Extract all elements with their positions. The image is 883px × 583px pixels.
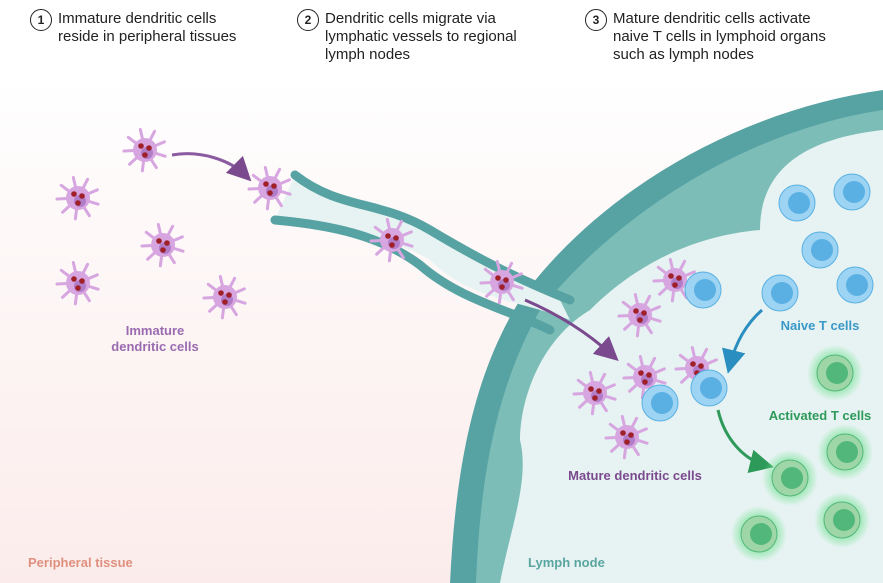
activated-t-cell	[731, 506, 787, 562]
mature-dendritic-cell	[604, 415, 649, 460]
immature-dendritic-cell	[55, 261, 100, 306]
step-text: Immature dendritic cells reside in perip…	[58, 10, 237, 45]
step-number-badge: 3	[585, 9, 607, 31]
step-1: 1 Immature dendritic cells reside in per…	[30, 9, 237, 46]
mature-dendritic-cell	[572, 371, 617, 416]
migration-arrow-1	[171, 152, 252, 182]
naive-t-cell	[690, 369, 728, 407]
migrating-dendritic-cell	[369, 218, 414, 263]
activated-t-cells-label: Activated T cells	[768, 408, 872, 423]
mature-dendritic-cell	[617, 293, 662, 338]
mature-dendritic-cell	[622, 355, 667, 400]
activation-arrow	[716, 409, 774, 473]
naive-t-cell	[641, 384, 679, 422]
naive-t-cell	[778, 184, 816, 222]
migrating-dendritic-cell	[479, 260, 524, 305]
naive-arrow	[722, 308, 763, 374]
naive-t-cell	[761, 274, 799, 312]
immature-dendritic-cell	[122, 128, 167, 173]
step-text: Mature dendritic cells activate naive T …	[613, 10, 826, 63]
immature-dendritic-cell	[140, 223, 185, 268]
immature-dendritic-cell	[202, 275, 247, 320]
activated-t-cell	[814, 492, 870, 548]
mature-dendritic-cells-label: Mature dendritic cells	[568, 468, 702, 483]
immature-dendritic-cell	[55, 176, 100, 221]
naive-t-cell	[833, 173, 871, 211]
step-number-badge: 2	[297, 9, 319, 31]
lymph-node-label: Lymph node	[528, 555, 605, 570]
peripheral-tissue-label: Peripheral tissue	[28, 555, 133, 570]
naive-t-cell	[801, 231, 839, 269]
naive-t-cell	[684, 271, 722, 309]
step-number-badge: 1	[30, 9, 52, 31]
lymphatic-vessel-lower-wall	[270, 215, 555, 335]
step-2: 2 Dendritic cells migrate via lymphatic …	[297, 9, 517, 64]
step-3: 3 Mature dendritic cells activate naive …	[585, 9, 826, 64]
immature-dendritic-cells-label: Immature dendritic cells	[111, 323, 199, 354]
naive-t-cell	[836, 266, 874, 304]
migration-arrow-2	[524, 298, 619, 362]
immature-dendritic-cell	[247, 166, 292, 211]
mature-dendritic-cell	[652, 258, 697, 303]
activated-t-cell	[817, 424, 873, 480]
lymphatic-vessel-upper-wall	[290, 170, 575, 305]
activated-t-cell	[762, 450, 818, 506]
naive-t-cells-label: Naive T cells	[780, 318, 860, 333]
activated-t-cell	[807, 345, 863, 401]
step-text: Dendritic cells migrate via lymphatic ve…	[325, 10, 517, 63]
